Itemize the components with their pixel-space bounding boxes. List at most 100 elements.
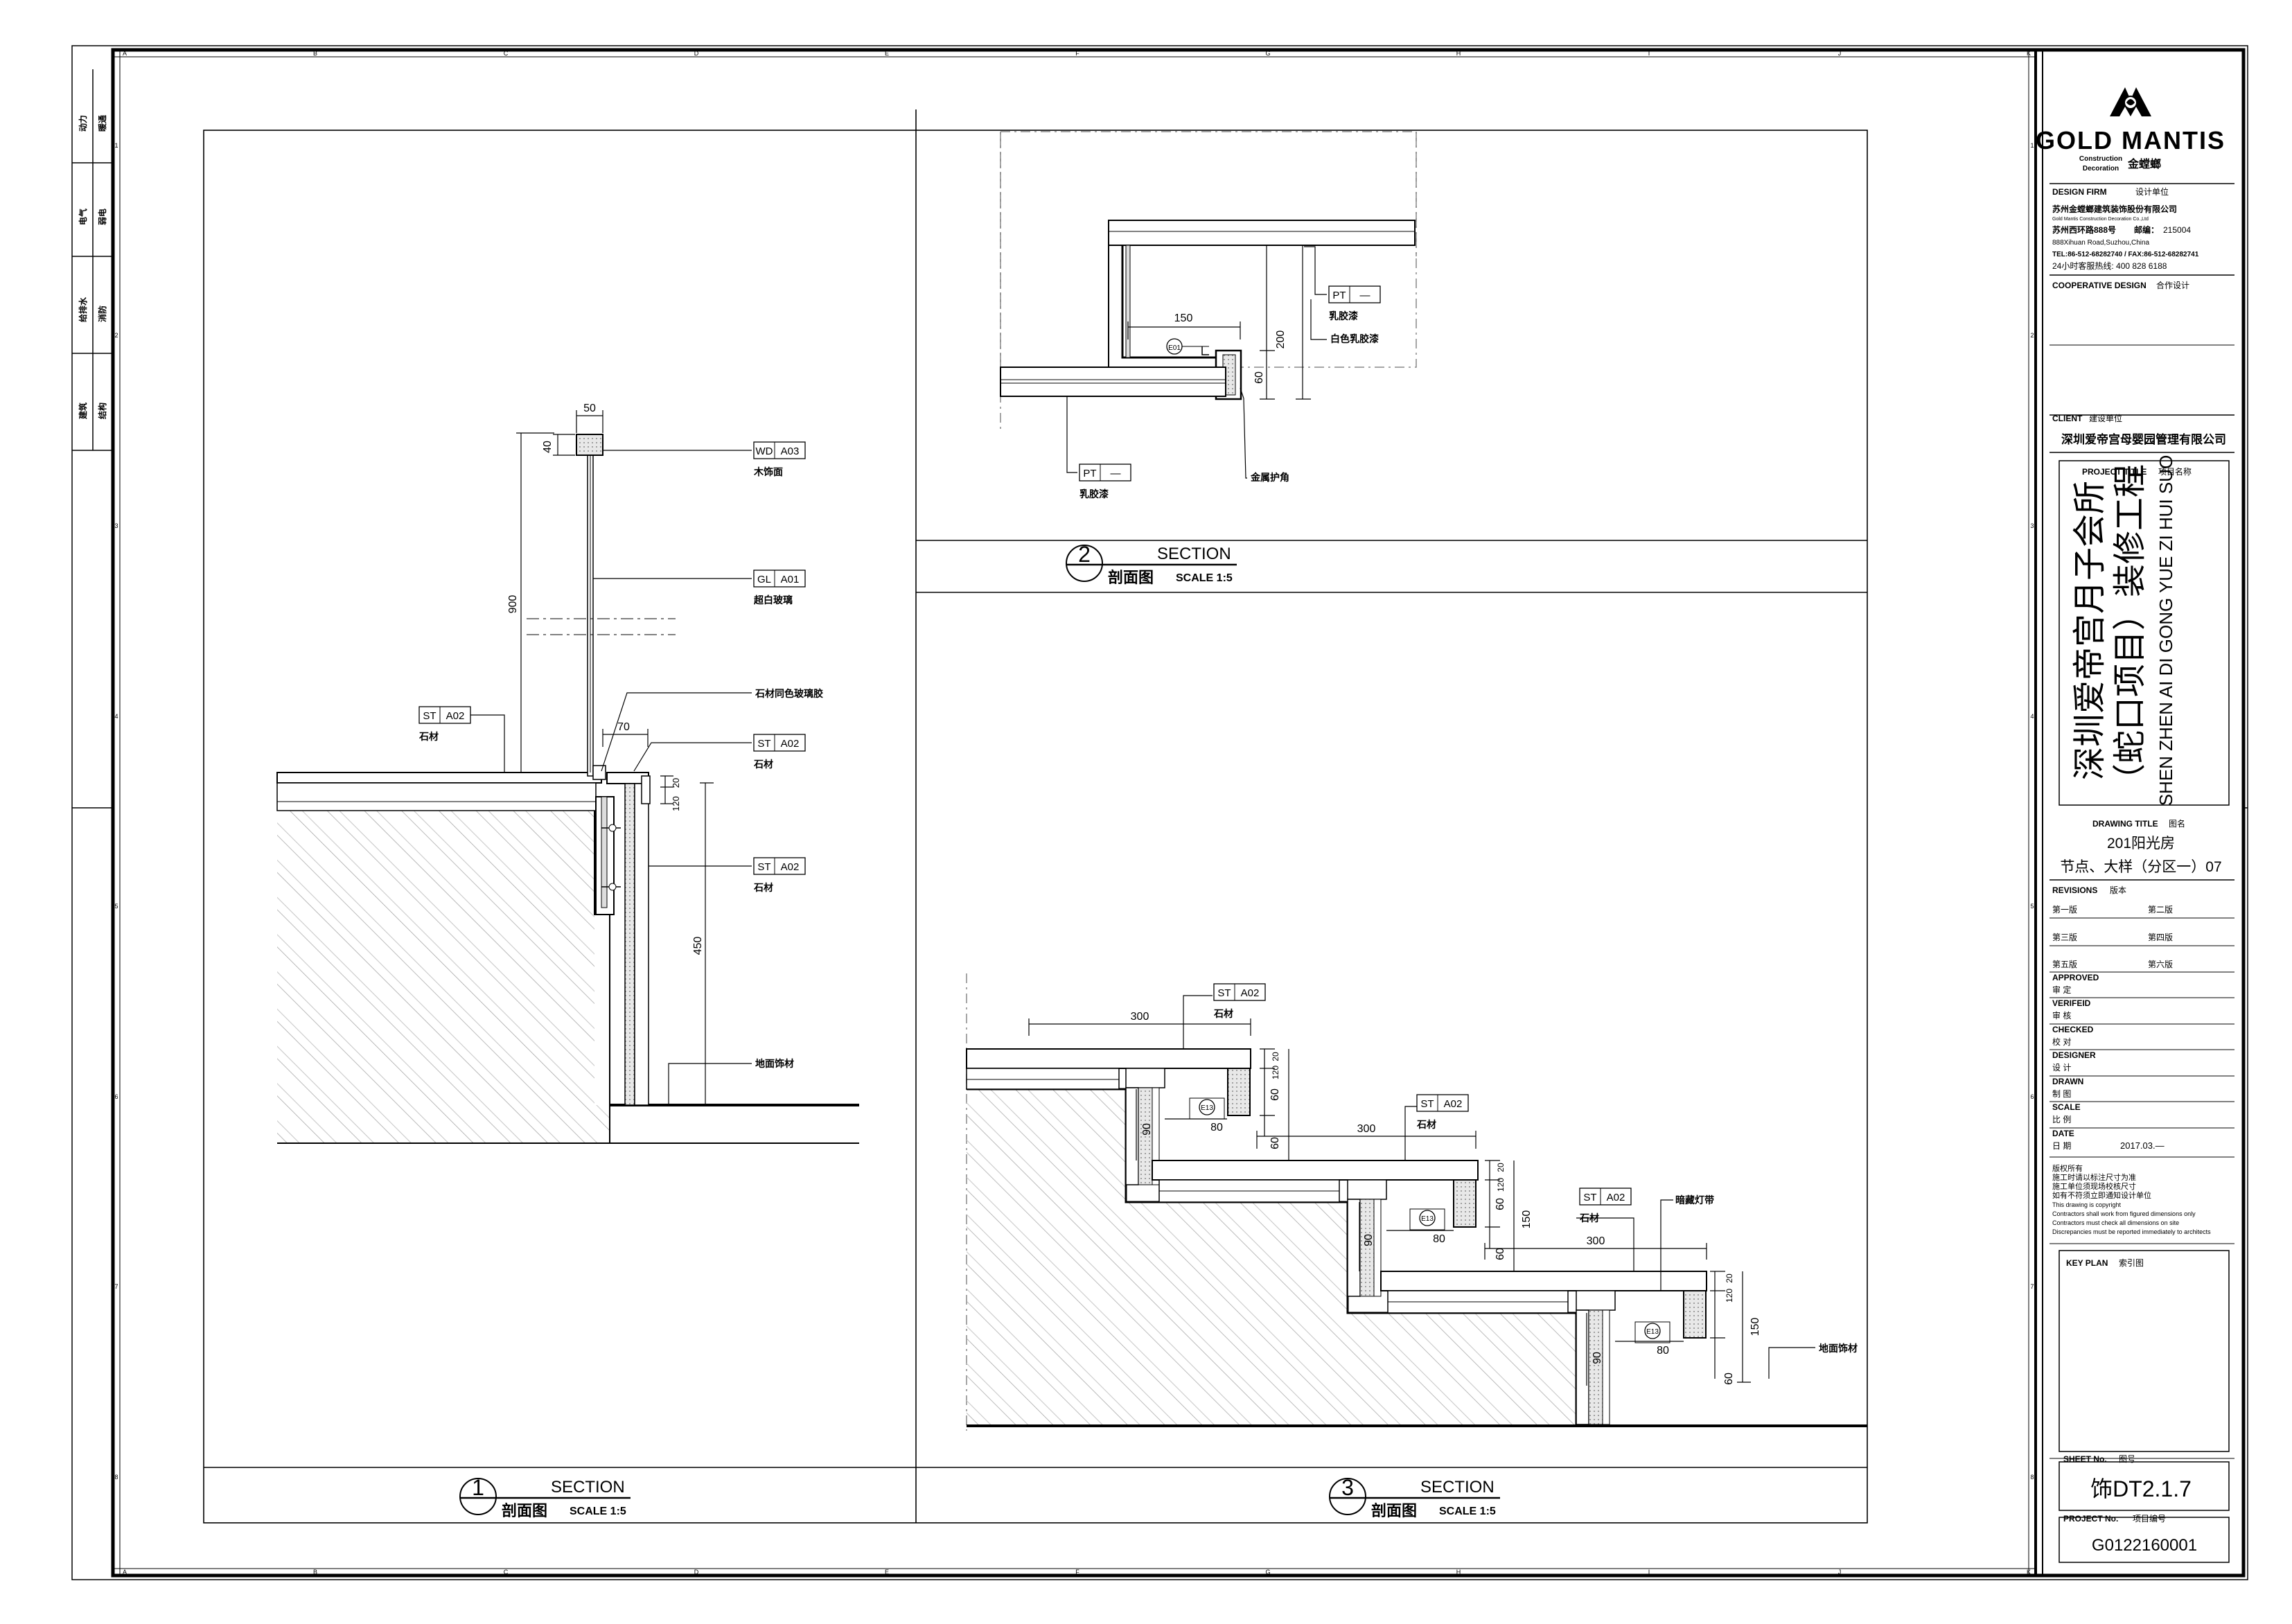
tag-code: ST (1583, 1192, 1596, 1203)
discipline-strip-text: 动力暖通电气弱电给排水消防建筑结构 (78, 115, 107, 420)
role-label: DRAWN (2052, 1077, 2083, 1086)
role-label-cn: 日 期 (2052, 1141, 2071, 1151)
client-label-cn: 建设单位 (2089, 413, 2122, 423)
tag-ref: A02 (1241, 987, 1260, 999)
client-label: CLIENT (2052, 414, 2083, 423)
dim-text: 50 (583, 403, 596, 414)
design-firm-name-en: Gold Mantis Construction Decoration Co.,… (2052, 217, 2149, 222)
section-3-labels: 3003003002020201201201206060606060150150… (1131, 983, 1858, 1385)
grid-row-label: 5 (114, 903, 118, 910)
client-name: 深圳爱帝宫母婴园管理有限公司 (2061, 432, 2226, 446)
material-tag-stone: ST A02 石材 (1579, 1188, 1632, 1224)
dim-text: 120 (1271, 1066, 1280, 1079)
tag-material-text: 乳胶漆 (1079, 488, 1109, 500)
discipline-label: 给排水 (78, 297, 88, 322)
logo-sub: Construction (2079, 155, 2122, 163)
grid-row-label: 2 (114, 332, 118, 339)
revision-item: 第三版 (2052, 933, 2077, 942)
grid-col-label: D (694, 50, 699, 57)
dim-text: 90 (1141, 1123, 1153, 1136)
section-scale: SCALE 1:5 (1176, 572, 1233, 584)
grid-col-label: G (1265, 1569, 1270, 1576)
role-label: APPROVED (2052, 973, 2099, 982)
grid-col-label: A (123, 50, 127, 57)
tag-ref: A02 (1444, 1098, 1463, 1110)
grid-row-label: 1 (2030, 142, 2034, 149)
tag-material-text: 石材 (1416, 1119, 1436, 1130)
grid-row-label: 4 (114, 713, 118, 720)
dim-text: 900 (507, 595, 519, 614)
tag-material-text: 石材 (1579, 1212, 1599, 1224)
discipline-label: 电气 (78, 209, 88, 225)
design-firm-label-cn: 设计单位 (2135, 186, 2169, 197)
key-plan-label-cn: 索引图 (2119, 1258, 2144, 1268)
tag-material-text: 石材 (753, 759, 773, 770)
grid-row-label: 8 (2030, 1474, 2034, 1481)
role-label: SCALE (2052, 1102, 2081, 1112)
grid-col-label: J (1838, 50, 1842, 57)
tag-ref: A03 (781, 445, 800, 457)
copyright-note: 施工时请以标注尺寸为准 (2052, 1172, 2136, 1182)
dim-text: 60 (1495, 1198, 1506, 1210)
section-scale: SCALE 1:5 (1439, 1506, 1496, 1517)
tag-ref: A02 (1607, 1192, 1625, 1203)
grid-col-label: K (2027, 50, 2031, 57)
grid-row-label: 1 (114, 142, 118, 149)
dim-text: 300 (1131, 1011, 1149, 1023)
copyright-note: This drawing is copyright (2052, 1201, 2122, 1208)
grid-col-label: I (1648, 1569, 1650, 1576)
tag-code: PT (1083, 468, 1096, 479)
discipline-label: 建筑 (78, 403, 88, 420)
section-2-drawing (1000, 131, 1417, 479)
project-label-cn: 项目名称 (2158, 466, 2192, 477)
section-1-drawing (276, 410, 859, 1144)
grid-col-label: C (504, 50, 509, 57)
role-label-cn: 设 计 (2052, 1063, 2071, 1073)
grid-col-label: K (2027, 1569, 2031, 1576)
logo-sub: Decoration (2083, 165, 2119, 173)
dim-text: 60 (1723, 1373, 1735, 1385)
grid-row-label: 3 (2030, 522, 2034, 529)
section-number-circle (1066, 545, 1103, 582)
project-title-cn-2: （蛇口项目）装修工程 (2112, 464, 2149, 797)
grid-col-label: C (504, 1569, 509, 1576)
role-label-cn: 比 例 (2052, 1115, 2071, 1124)
design-firm-addr: 苏州西环路888号 (2052, 224, 2116, 235)
grid-row-label: 7 (114, 1283, 118, 1290)
grid-col-label: G (1265, 50, 1270, 57)
copyright-note: 施工单位须现场校核尺寸 (2052, 1181, 2136, 1191)
revision-item: 第六版 (2148, 960, 2173, 969)
dim-text: 40 (542, 441, 554, 453)
callout-text: E13 (1201, 1104, 1213, 1112)
grid-col-label: D (694, 1569, 699, 1576)
sheet-frame (71, 45, 2248, 1580)
copyright-note: Discrepancies must be reported immediate… (2052, 1228, 2211, 1235)
section-number-circle (1329, 1478, 1366, 1515)
discipline-label: 动力 (78, 115, 88, 132)
role-label-cn: 校 对 (2052, 1036, 2071, 1047)
note-floor: 地面饰材 (1819, 1343, 1858, 1354)
grid-col-label: H (1456, 50, 1461, 57)
material-tag-paint: PT—乳胶漆 (1328, 285, 1381, 321)
role-label-cn: 制 图 (2052, 1089, 2071, 1099)
dim-text: 120 (671, 796, 681, 811)
tag-ref: A01 (781, 574, 800, 585)
project-no-value: G0122160001 (2092, 1536, 2197, 1555)
role-label: VERIFEID (2052, 998, 2091, 1008)
dim-text: 80 (1657, 1345, 1669, 1357)
note-glue: 石材同色玻璃胶 (755, 688, 823, 699)
role-label-cn: 审 定 (2052, 985, 2071, 995)
grid-row-label: 7 (2030, 1283, 2034, 1290)
grid-row-label: 6 (114, 1093, 118, 1100)
project-title-en: SHEN ZHEN AI DI GONG YUE ZI HUI SUO (2156, 455, 2176, 806)
callout-text: E01 (1168, 344, 1181, 352)
tag-ref: — (1111, 468, 1121, 479)
design-firm-hotline: 24小时客服热线: 400 828 6188 (2052, 261, 2167, 271)
postal-code: 215004 (2163, 225, 2191, 235)
revision-item: 第一版 (2052, 905, 2077, 915)
